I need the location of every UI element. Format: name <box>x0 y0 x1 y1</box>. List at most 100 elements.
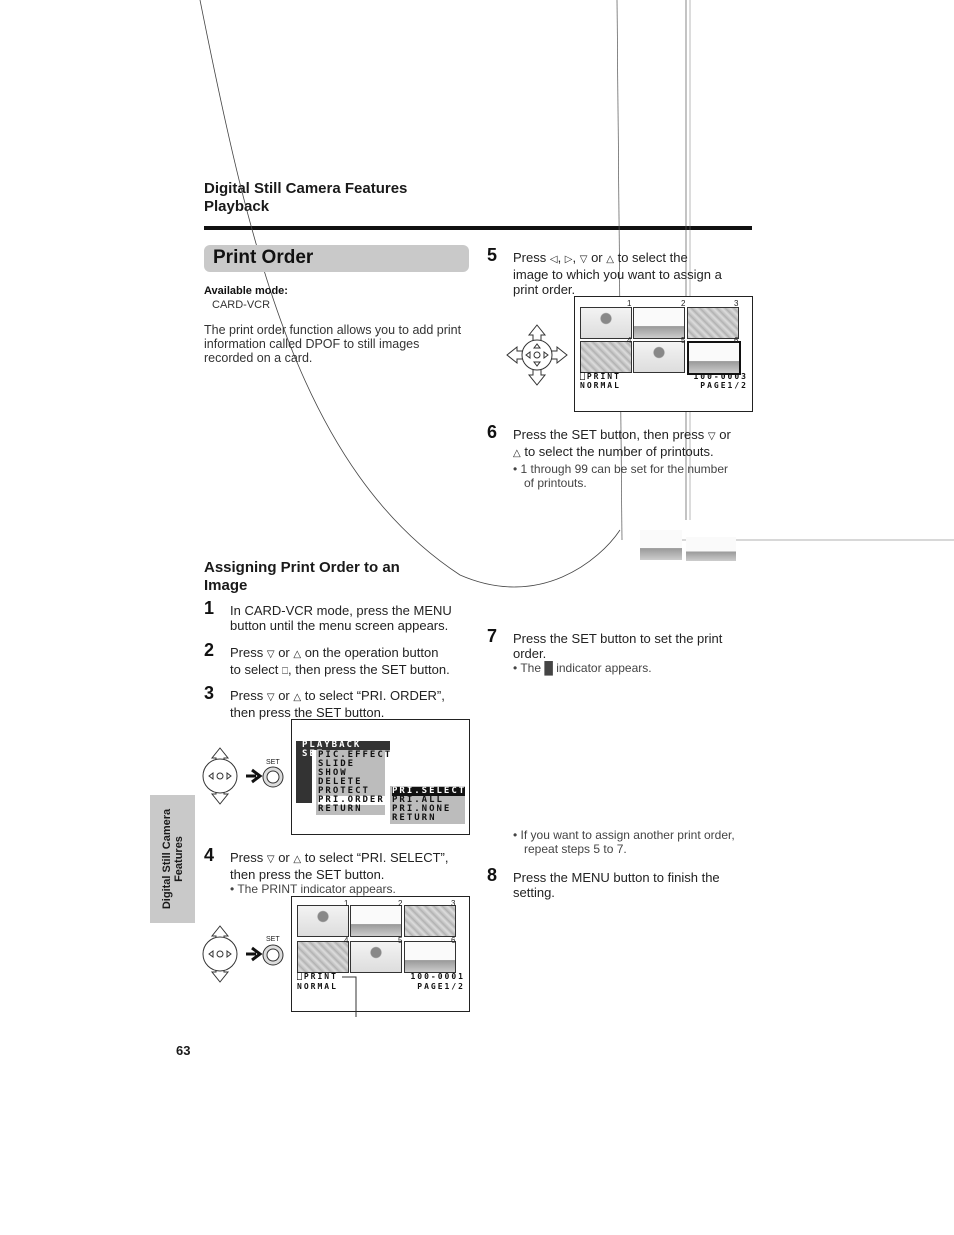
step-text: to select “PRI. SELECT”, <box>304 850 449 865</box>
step-number: 4 <box>204 845 215 865</box>
bullet-text: If you want to assign another print orde… <box>520 828 735 842</box>
step-text: to select <box>230 662 279 677</box>
menu-item: PIC.EFFECT <box>318 750 393 760</box>
step-text: to select “PRI. ORDER”, <box>304 688 445 703</box>
down-arrow-icon: ▽ <box>579 254 588 265</box>
menu-item: DELETE <box>318 777 363 787</box>
step-text: to select the <box>617 250 688 265</box>
callout-line <box>342 976 357 1017</box>
bullet-text: 1 through 99 can be set for the number <box>520 462 729 476</box>
print-menu-icon: ⎕ <box>282 666 289 677</box>
section-title-line2: Playback <box>204 198 270 215</box>
side-tab-label: Digital Still Camera Features <box>161 809 185 909</box>
page-number: 63 <box>176 1043 191 1058</box>
operation-button-diagram <box>202 925 284 983</box>
thumbnail-number: 6 <box>734 336 739 345</box>
step-text: Press <box>230 688 264 703</box>
operation-button-diagram <box>202 747 284 805</box>
step-1-text: In CARD-VCR mode, press the MENU button … <box>230 603 452 633</box>
menu-item: RETURN <box>318 804 363 814</box>
bullet-text: repeat steps 5 to 7. <box>524 842 627 856</box>
step-7-text: Press the SET button to set the print or… <box>513 631 722 675</box>
page-indicator: PAGE1/2 <box>700 381 748 390</box>
left-arrow-icon: ◁ <box>549 254 558 265</box>
print-label: PRINT <box>586 372 621 381</box>
step-line: button until the menu screen appears. <box>230 618 449 633</box>
step-text: Press <box>230 850 264 865</box>
up-arrow-icon: △ <box>513 448 521 459</box>
down-arrow-icon: ▽ <box>707 431 716 442</box>
header-rule <box>204 226 752 230</box>
intro-line: recorded on a card. <box>204 351 313 365</box>
file-number: 100-0001 <box>410 972 465 981</box>
step-line: Press the MENU button to finish the <box>513 870 720 885</box>
thumbnail-number: 5 <box>681 336 686 345</box>
step-text: Press <box>230 645 264 660</box>
thumbnail-number: 4 <box>627 336 632 345</box>
image-fragment <box>686 537 736 561</box>
intro-text: The print order function allows you to a… <box>204 323 474 365</box>
thumbnail-selected <box>687 341 741 375</box>
step-bullet: • The █ indicator appears. <box>513 661 652 675</box>
bullet-text: indicator appears. <box>556 661 652 675</box>
submenu-item: RETURN <box>392 813 437 823</box>
intro-line: information called DPOF to still images <box>204 337 420 351</box>
side-tab: Digital Still Camera Features <box>150 795 195 923</box>
title-bar: Print Order <box>204 245 469 272</box>
step-text: or <box>591 250 603 265</box>
up-arrow-icon: △ <box>293 854 302 865</box>
menu-item: SLIDE SHOW <box>318 759 356 778</box>
page-title: Print Order <box>213 247 314 268</box>
bullet-text: The <box>520 661 542 675</box>
step-line: Press the SET button to set the print <box>513 631 723 646</box>
step-text: Press <box>513 250 547 265</box>
step-number: 3 <box>204 683 215 703</box>
print-icon: ⎕ <box>297 972 304 981</box>
thumbnail <box>687 307 739 339</box>
step-text: or <box>278 850 290 865</box>
step-8-text: Press the MENU button to finish the sett… <box>513 870 720 900</box>
print-indicator: ⎕PRINT <box>580 372 621 381</box>
thumbnail-number: 5 <box>398 936 403 945</box>
thumbnail <box>350 941 402 973</box>
side-tab-line: Features <box>172 836 185 882</box>
step-number: 1 <box>204 598 215 618</box>
available-mode: Available mode: CARD-VCR <box>204 284 288 312</box>
thumbnail-screen: 1 2 3 4 5 6 ⎕PRINT NORMAL 100-0001 PAGE1… <box>291 896 470 1012</box>
bullet-text: of printouts. <box>524 476 587 490</box>
available-mode-value: CARD-VCR <box>212 299 271 311</box>
set-button-label: SET <box>266 936 280 943</box>
step-text: or <box>278 688 290 703</box>
four-way-pad-diagram <box>506 324 568 386</box>
subheading-line: Image <box>204 577 248 594</box>
thumbnail <box>633 307 685 339</box>
thumbnail <box>297 941 349 973</box>
bullet-text: The PRINT indicator appears. <box>237 882 396 896</box>
step-6-text: Press the SET button, then press ▽ or △ … <box>513 427 731 490</box>
step-5-text: Press ◁, ▷, ▽ or △ to select the image t… <box>513 250 722 297</box>
page-indicator: PAGE1/2 <box>417 982 465 991</box>
down-arrow-icon: ▽ <box>266 692 275 703</box>
submenu-item-selected: PRI.SELECT <box>392 786 467 796</box>
step-number: 6 <box>487 422 498 442</box>
menu-item: PROTECT <box>318 786 370 796</box>
right-arrow-icon: ▷ <box>564 254 573 265</box>
step-text: to select the number of printouts. <box>524 444 714 459</box>
menu-list: PIC.EFFECT SLIDE SHOW DELETE PROTECT PRI… <box>316 750 393 815</box>
thumbnail <box>580 307 632 339</box>
step-2-text: Press ▽ or △ on the operation button to … <box>230 645 450 679</box>
note-bullet: • If you want to assign another print or… <box>513 828 735 856</box>
thumbnail <box>633 341 685 373</box>
intro-line: The print order function allows you to a… <box>204 323 462 337</box>
step-text: Press the SET button, then press <box>513 427 705 442</box>
print-indicator: ⎕PRINT <box>297 972 338 981</box>
thumbnail <box>350 905 402 937</box>
thumbnail-number: 1 <box>344 899 349 908</box>
step-number: 8 <box>487 865 498 885</box>
down-arrow-icon: ▽ <box>266 649 275 660</box>
step-text: , then press the SET button. <box>288 662 450 677</box>
menu-item-selected: PRI.ORDER <box>318 795 385 805</box>
file-number: 100-0003 <box>693 372 748 381</box>
step-line: print order. <box>513 282 576 297</box>
